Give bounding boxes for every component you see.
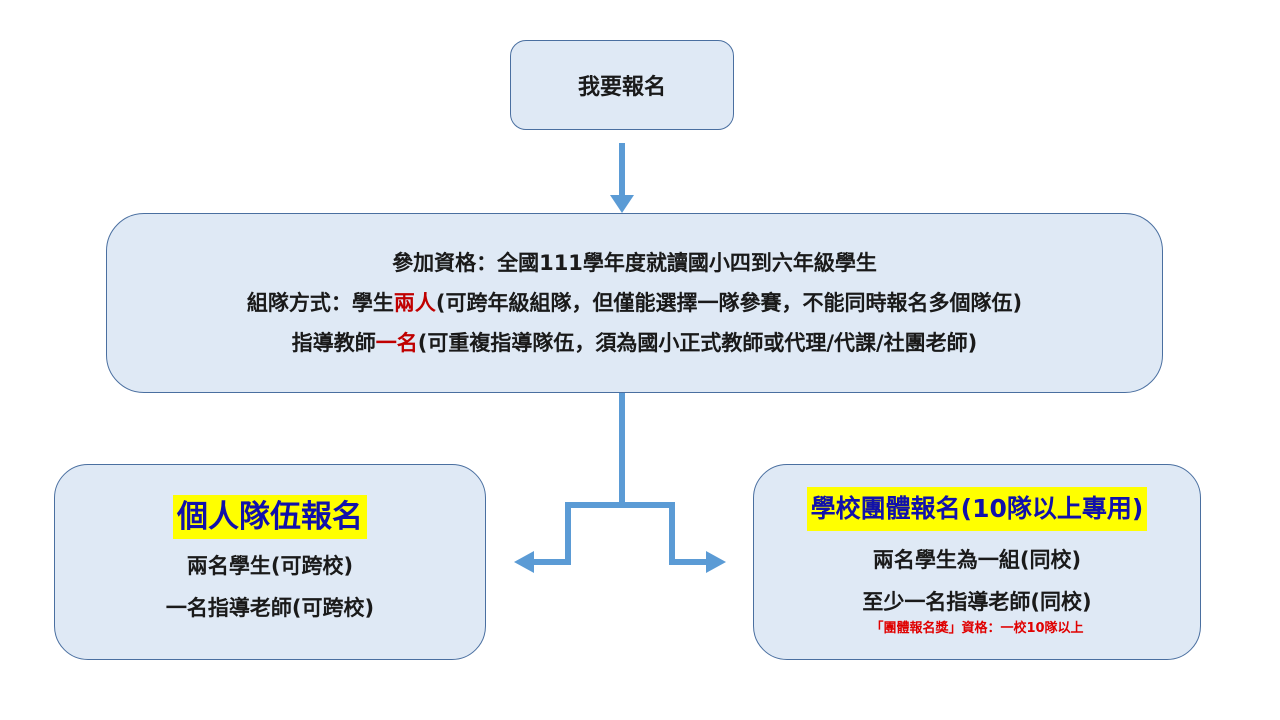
- start-box: 我要報名: [510, 40, 734, 130]
- team-rule-highlight: 兩人: [393, 291, 436, 315]
- eligibility-text: 參加資格：全國111學年度就讀國小四到六年級學生: [392, 251, 877, 275]
- right-arrow-head: [706, 551, 726, 573]
- individual-title: 個人隊伍報名: [173, 495, 367, 539]
- team-rule-prefix: 組隊方式：學生: [246, 291, 394, 315]
- start-label: 我要報名: [577, 75, 666, 100]
- school-award-note: 「團體報名獎」資格：一校10隊以上: [870, 621, 1084, 636]
- split-connector: [530, 393, 708, 565]
- school-title: 學校團體報名(10隊以上專用): [806, 487, 1148, 531]
- teacher-rule-prefix: 指導教師: [291, 331, 376, 355]
- down-arrow: [610, 143, 634, 213]
- left-arrow-head: [514, 551, 534, 573]
- team-rule-suffix: (可跨年級組隊，但僅能選擇一隊參賽，不能同時報名多個隊伍): [435, 291, 1023, 315]
- rules-box: 參加資格：全國111學年度就讀國小四到六年級學生 組隊方式：學生兩人(可跨年級組…: [106, 213, 1163, 393]
- eligibility-rule: 參加資格：全國111學年度就讀國小四到六年級學生: [392, 243, 877, 283]
- individual-line-students: 兩名學生(可跨校): [186, 554, 354, 578]
- school-group-box: 學校團體報名(10隊以上專用) 兩名學生為一組(同校) 至少一名指導老師(同校)…: [753, 464, 1201, 660]
- individual-line-teacher: 一名指導老師(可跨校): [165, 596, 375, 620]
- school-line-students: 兩名學生為一組(同校): [872, 548, 1082, 572]
- teacher-rule: 指導教師一名(可重複指導隊伍，須為國小正式教師或代理/代課/社團老師): [292, 323, 978, 363]
- teacher-rule-suffix: (可重複指導隊伍，須為國小正式教師或代理/代課/社團老師): [417, 331, 978, 355]
- teacher-rule-highlight: 一名: [375, 331, 418, 355]
- school-line-teacher: 至少一名指導老師(同校): [862, 590, 1092, 614]
- team-rule: 組隊方式：學生兩人(可跨年級組隊，但僅能選擇一隊參賽，不能同時報名多個隊伍): [247, 283, 1022, 323]
- individual-team-box: 個人隊伍報名 兩名學生(可跨校) 一名指導老師(可跨校): [54, 464, 486, 660]
